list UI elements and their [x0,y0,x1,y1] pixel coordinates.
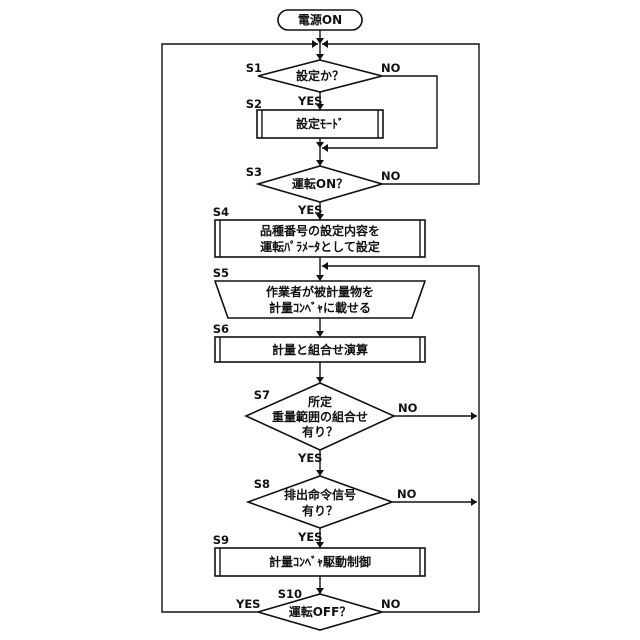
decision-s7-line3: 有り？ [302,424,338,439]
start-label: 電源ON [298,12,342,27]
step-label-s1: S1 [246,61,262,75]
decision-s1: 設定か？ S1 NO YES [246,60,401,108]
arrow-left [322,262,328,270]
arrow-down [316,38,324,44]
no-label: NO [381,169,401,183]
arrow-right [312,40,318,48]
yes-label: YES [297,203,322,217]
no-label: NO [381,597,401,611]
step-label-s9: S9 [213,533,229,547]
decision-s1-label: 設定か？ [296,68,344,83]
step-label-s10: S10 [278,587,302,601]
process-s2-label: 設定ﾓｰﾄﾞ [296,116,344,131]
arrow-left [322,144,328,152]
step-label-s6: S6 [213,322,229,336]
arrow-down [316,142,324,148]
decision-s10-label: 運転OFF？ [289,604,352,619]
no-label: NO [381,61,401,75]
decision-s3: 運転ON？ S3 NO YES [246,165,401,217]
arrow-down [316,588,324,594]
step-label-s5: S5 [213,266,229,280]
decision-s10: 運転OFF？ S10 YES NO [235,587,401,630]
arrow-down [316,160,324,166]
arrow-down [316,275,324,281]
start-terminator: 電源ON [278,10,362,30]
decision-s7-line1: 所定 [308,394,332,409]
step-label-s4: S4 [213,205,229,219]
step-label-s3: S3 [246,165,262,179]
decision-s3-label: 運転ON？ [292,176,348,191]
arrow-down [316,331,324,337]
arrow-down [316,377,324,383]
arrow-down [316,54,324,60]
decision-s8-line1: 排出命令信号 [284,487,356,502]
process-s6-label: 計量と組合せ演算 [272,342,368,357]
process-s4-line2: 運転ﾊﾟﾗﾒｰﾀとして設定 [260,239,380,254]
process-s4-line1: 品種番号の設定内容を [260,223,380,238]
yes-label: YES [297,94,322,108]
process-s9-label: 計量ｺﾝﾍﾞｬ駆動制御 [269,554,371,569]
step-label-s7: S7 [254,388,270,402]
manual-s5-line1: 作業者が被計量物を [266,284,374,299]
yes-label: YES [297,451,322,465]
step-label-s2: S2 [246,97,262,111]
no-label: NO [397,487,417,501]
arrow-right [471,412,477,420]
manual-s5: 作業者が被計量物を 計量ｺﾝﾍﾞｬに載せる S5 [213,266,425,318]
yes-label: YES [235,597,260,611]
arrow-down [316,470,324,476]
decision-s7: 所定 重量範囲の組合せ 有り？ S7 NO YES [246,383,418,465]
no-label: NO [398,401,418,415]
step-label-s8: S8 [254,477,270,491]
manual-s5-line2: 計量ｺﾝﾍﾞｬに載せる [269,300,371,315]
decision-s7-line2: 重量範囲の組合せ [272,409,368,424]
arrow-left [322,40,328,48]
process-s6: 計量と組合せ演算 S6 [213,322,425,362]
decision-s8-line2: 有り？ [302,503,338,518]
yes-label: YES [297,530,322,544]
decision-s8: 排出命令信号 有り？ S8 NO YES [248,476,417,544]
arrow-right [471,498,477,506]
